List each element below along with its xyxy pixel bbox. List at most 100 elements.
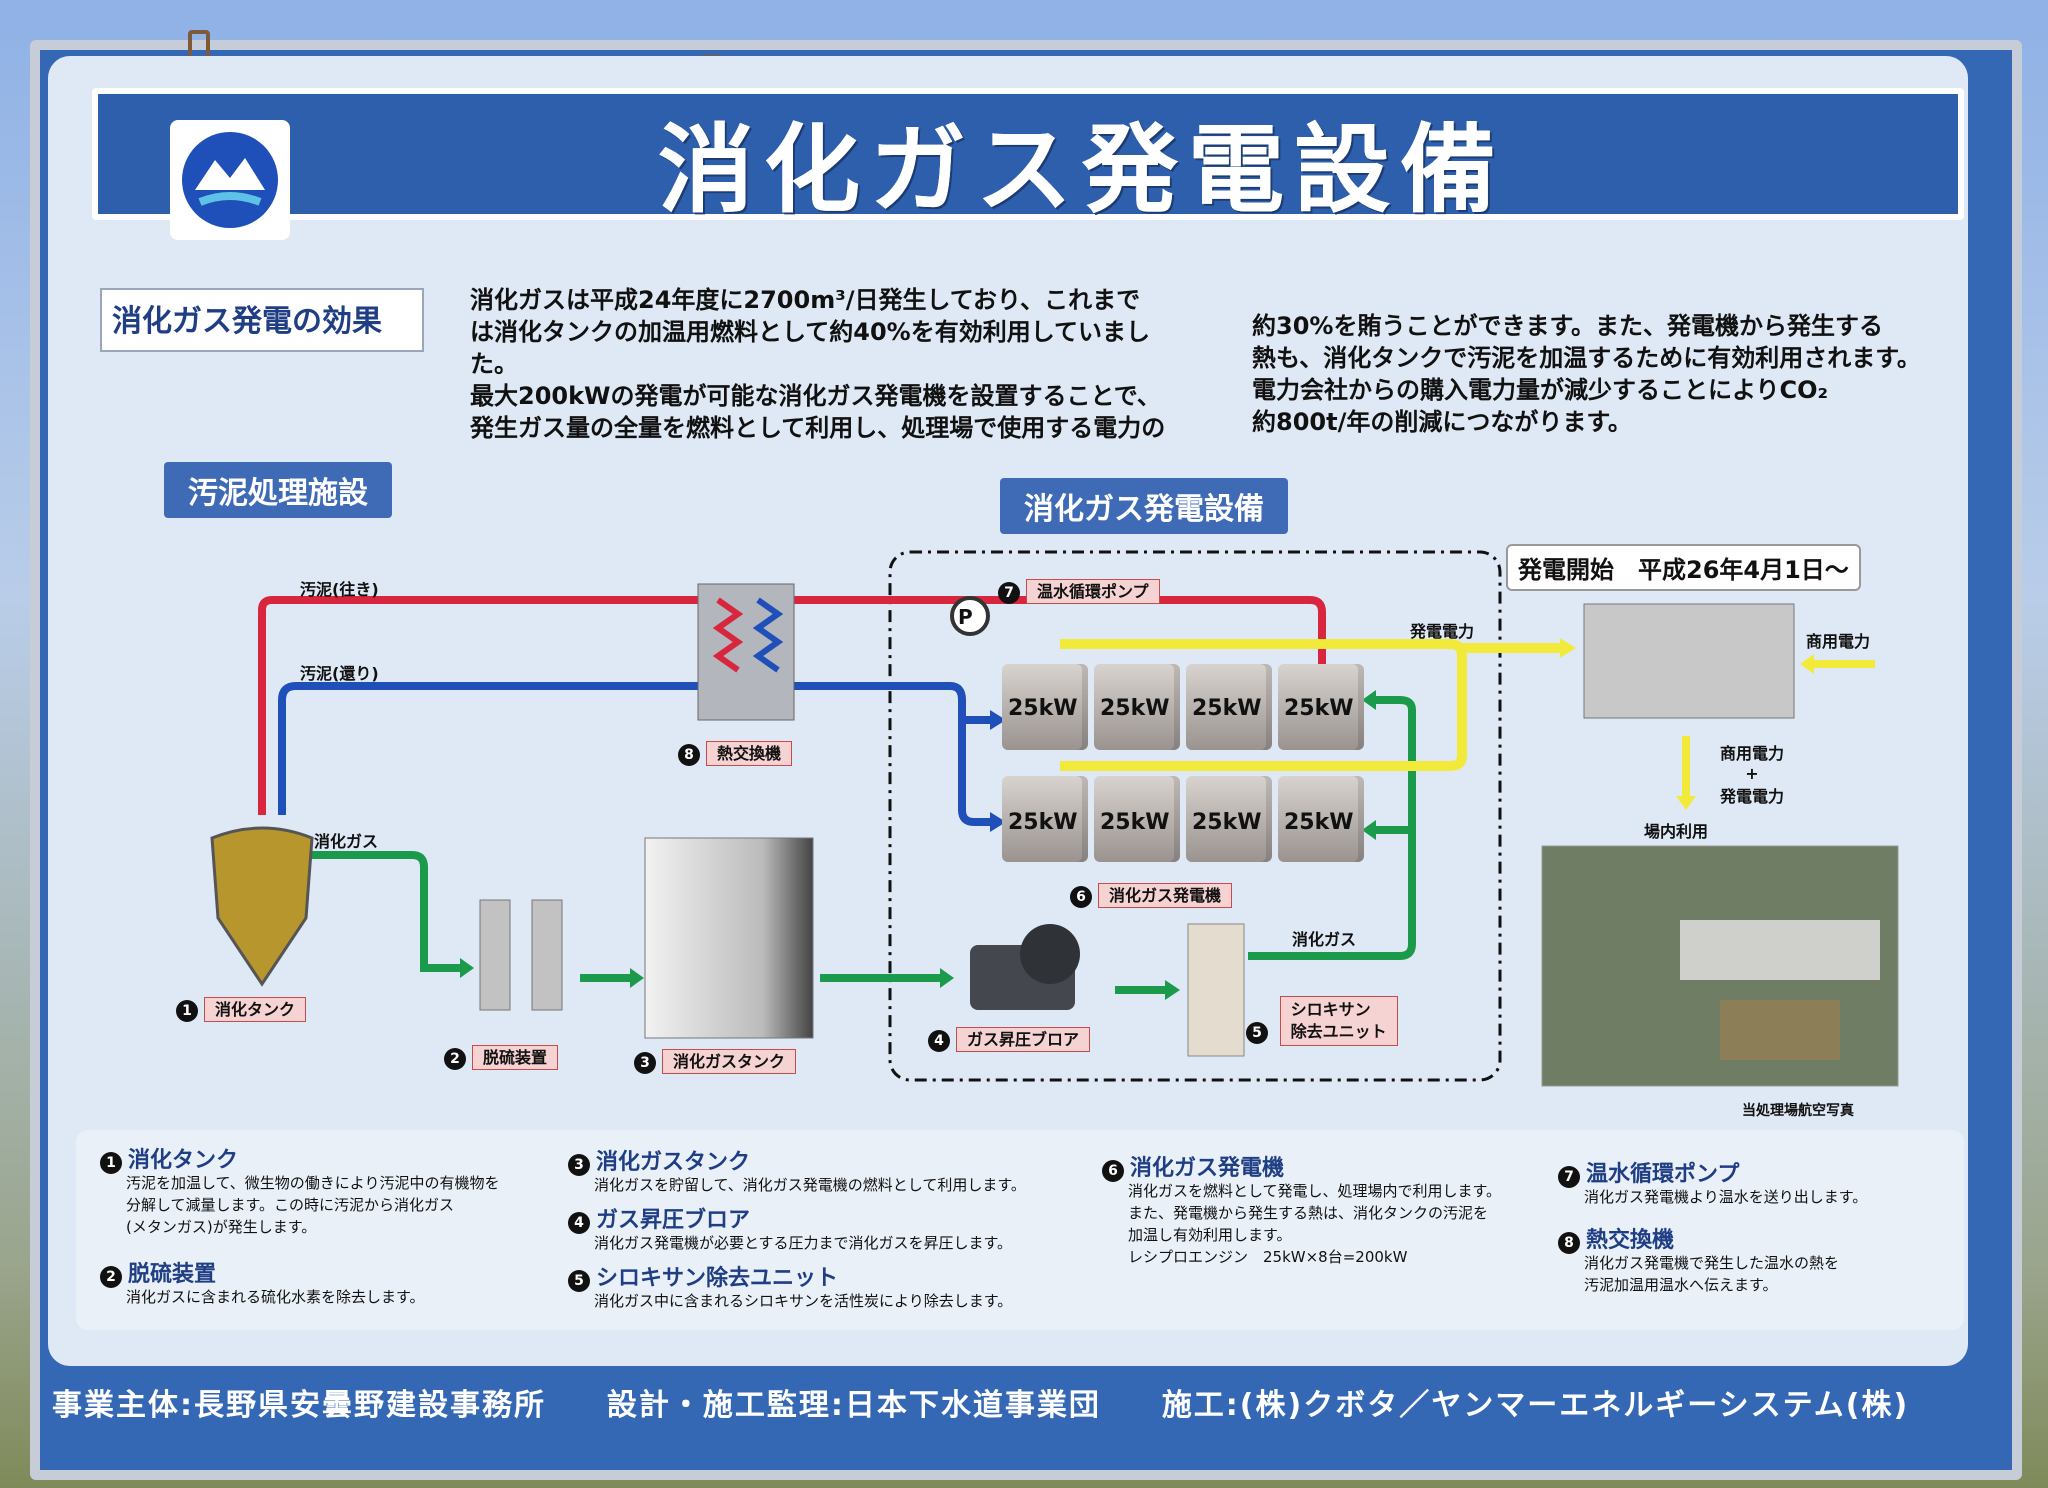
digest-gas-label: 消化ガス [314, 832, 379, 851]
legend-line: 汚泥加温用温水へ伝えます。 [1584, 1276, 1778, 1294]
item-tag-text: 脱硫装置 [472, 1045, 559, 1070]
desulfurizer [531, 899, 563, 1011]
legend-body: 消化ガスを貯留して、消化ガス発電機の燃料として利用します。 [594, 1174, 1026, 1196]
aerial-building [1680, 920, 1880, 980]
item-number: 1 [176, 1000, 198, 1022]
green-arrow-head [1362, 690, 1376, 710]
legend-title-text: 消化ガスタンク [596, 1150, 751, 1175]
legend-body: 消化ガスに含まれる硫化水素を除去します。 [126, 1286, 425, 1308]
legend-title-text: 温水循環ポンプ [1586, 1162, 1740, 1187]
effects-left-line: は消化タンクの加温用燃料として約40%を有効利用していました。 [470, 318, 1151, 378]
combined-power-line: + [1745, 764, 1759, 783]
legend-title: 5 シロキサン除去ユニット [568, 1260, 838, 1292]
aerial-caption: 当処理場航空写真 [1742, 1103, 1854, 1119]
gas-tank [644, 837, 814, 1039]
legend-title-text: シロキサン除去ユニット [596, 1266, 839, 1291]
effects-label-box [100, 288, 424, 352]
footer-design: 設計・施工監理:日本下水道事業団 [606, 1388, 1101, 1423]
yellow-arrow-head [1560, 638, 1576, 658]
footer-owner: 事業主体:長野県安曇野建設事務所 [52, 1388, 546, 1423]
effects-right-line: 電力会社からの購入電力量が減少することによりCO₂ [1252, 376, 1829, 404]
generator [1186, 776, 1272, 862]
item-tag-text: シロキサン除去ユニット [1279, 996, 1398, 1046]
gas-blower-fan [1020, 924, 1080, 984]
item-tag-text: ガス昇圧ブロア [956, 1027, 1091, 1052]
effects-left-text: 消化ガスは平成24年度に2700m³/日発生しており、これまで は消化タンクの加… [470, 284, 1190, 444]
effects-right-line: 約30%を賄うことができます。また、発電機から発生する [1252, 312, 1884, 340]
green-arrow-head [630, 968, 644, 988]
legend-title-text: 熱交換機 [1586, 1228, 1675, 1253]
digest-gas-label: 消化ガス [1292, 930, 1357, 949]
generator-kw-label: 25kW [1192, 810, 1262, 835]
blue-arrow-head [990, 710, 1006, 730]
generator [1002, 664, 1088, 750]
green-arrow-head [1165, 980, 1180, 1000]
legend-line: 消化ガス中に含まれるシロキサンを活性炭により除去します。 [594, 1292, 1013, 1310]
header: 消化ガス発電設備 [62, 58, 1964, 258]
effects-left-line: 消化ガスは平成24年度に2700m³/日発生しており、これまで [470, 286, 1141, 314]
item-tag-7: 7 温水循環ポンプ [998, 578, 1160, 604]
legend-number: 2 [100, 1266, 122, 1288]
effects-label: 消化ガス発電の効果 [112, 304, 382, 339]
item-number: 7 [998, 582, 1020, 604]
legend-body: 汚泥を加温して、微生物の働きにより汚泥中の有機物を 分解して減量します。この時に… [126, 1172, 500, 1238]
item-number: 3 [634, 1052, 656, 1074]
legend-number: 4 [568, 1212, 590, 1234]
legend-line: レシプロエンジン 25kW×8台=200kW [1128, 1248, 1408, 1266]
combined-power-label: 商用電力 + 発電電力 [1720, 740, 1784, 807]
item-number: 5 [1246, 1022, 1268, 1044]
page-title: 消化ガス発電設備 [658, 114, 1506, 226]
generator [1278, 664, 1364, 750]
section-gas-power: 消化ガス発電設備 [1000, 478, 1288, 534]
footer-credits: 事業主体:長野県安曇野建設事務所 設計・施工監理:日本下水道事業団 施工:(株)… [52, 1380, 1982, 1424]
generator-kw-label: 25kW [1192, 696, 1262, 721]
legend-number: 3 [568, 1154, 590, 1176]
generator-kw-label: 25kW [1008, 810, 1078, 835]
generator-kw-label: 25kW [1284, 810, 1354, 835]
generator-kw-label: 25kW [1100, 696, 1170, 721]
legend-number: 1 [100, 1152, 122, 1174]
power-output-label: 発電電力 [1410, 622, 1475, 641]
item-tag-5: 5 シロキサン除去ユニット [1246, 996, 1398, 1046]
legend-title: 3 消化ガスタンク [568, 1144, 750, 1176]
legend-body: 消化ガス発電機が必要とする圧力まで消化ガスを昇圧します。 [594, 1232, 1012, 1254]
item-tag-line: シロキサン [1290, 1000, 1371, 1019]
legend-line: 消化ガスに含まれる硫化水素を除去します。 [126, 1288, 425, 1306]
generator [1002, 776, 1088, 862]
desulfurizer [479, 899, 511, 1011]
legend-panel [76, 1130, 1964, 1330]
commercial-power-label: 商用電力 [1806, 632, 1871, 651]
legend-line: 消化ガス発電機が必要とする圧力まで消化ガスを昇圧します。 [594, 1234, 1013, 1252]
green-arrow-head [460, 958, 474, 978]
legend-line: 消化ガスを貯留して、消化ガス発電機の燃料として利用します。 [594, 1176, 1026, 1194]
pipe-label-out: 汚泥(往き) [300, 580, 379, 599]
pipe-label-back: 汚泥(還り) [300, 664, 379, 683]
effects-left-line: 最大200kWの発電が可能な消化ガス発電機を設置することで、 [470, 382, 1161, 410]
item-tag-text: 温水循環ポンプ [1026, 579, 1160, 604]
generator [1094, 664, 1180, 750]
generator-kw-label: 25kW [1284, 696, 1354, 721]
electrical-panel [1583, 603, 1795, 719]
generator [1094, 776, 1180, 862]
pump-symbol [950, 596, 990, 636]
combined-power-line: 商用電力 [1720, 744, 1785, 763]
item-tag-text: 消化タンク [204, 997, 307, 1022]
legend-number: 5 [568, 1270, 590, 1292]
logo [170, 120, 290, 240]
legend-body: 消化ガス発電機で発生した温水の熱を 汚泥加温用温水へ伝えます。 [1584, 1252, 1839, 1296]
combined-power-line: 発電電力 [1720, 787, 1785, 806]
blue-pipe [278, 682, 990, 826]
blue-arrow-head [990, 812, 1006, 832]
generator [1278, 776, 1364, 862]
item-tag-text: 消化ガス発電機 [1098, 883, 1233, 908]
legend-line: 分解して減量します。この時に汚泥から消化ガス [126, 1196, 455, 1214]
generator-kw-label: 25kW [1100, 810, 1170, 835]
